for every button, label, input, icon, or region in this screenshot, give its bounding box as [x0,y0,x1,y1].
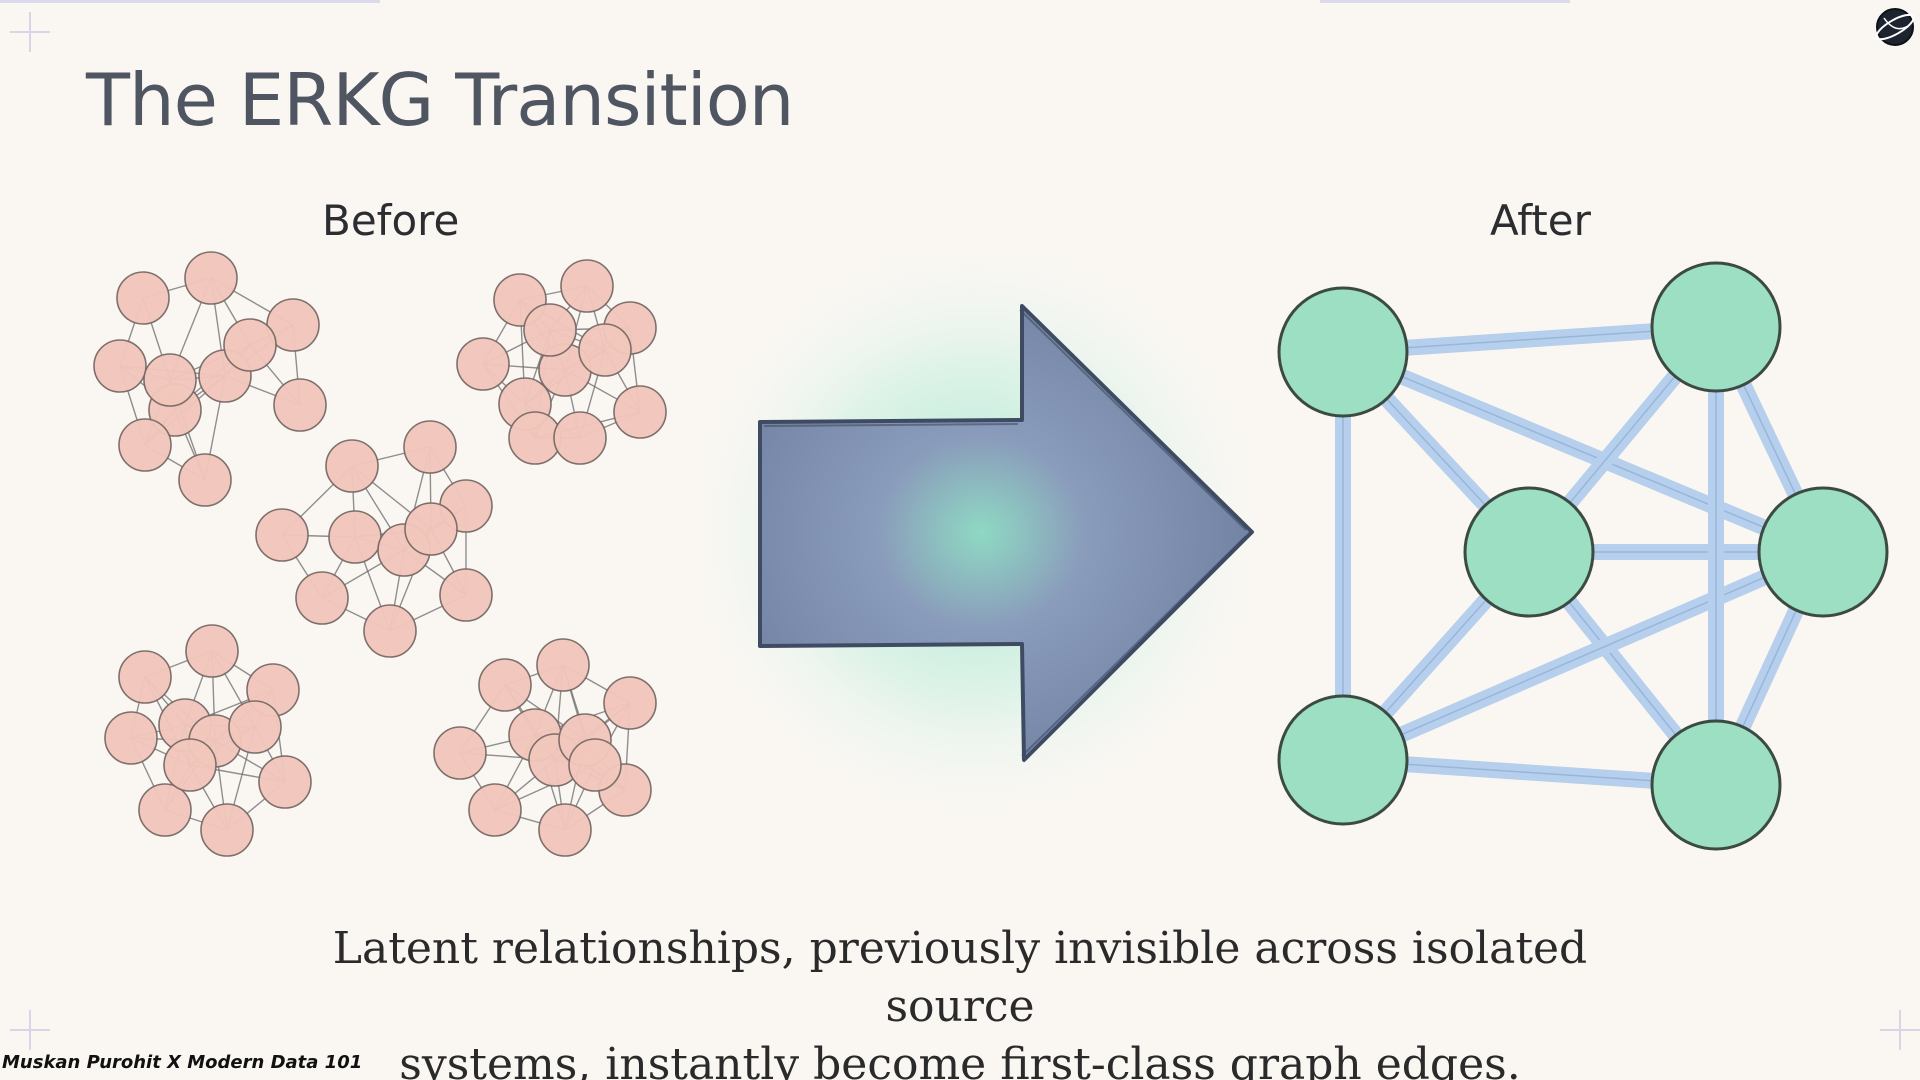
before-node [568,738,622,792]
before-node [553,411,607,465]
before-node [116,271,170,325]
top-border-left [0,0,380,3]
before-node [404,502,458,556]
before-node [603,676,657,730]
after-node-5 [1277,694,1409,826]
before-node [456,337,510,391]
before-node [578,323,632,377]
before-node [184,251,238,305]
slide-title: The ERKG Transition [86,58,794,142]
before-node [439,568,493,622]
before-node [118,650,172,704]
caption-line-2: systems, instantly become first-class gr… [399,1039,1521,1080]
before-node [468,783,522,837]
before-graph [93,251,667,857]
corner-mark-top-left [10,12,50,52]
before-node [118,418,172,472]
before-node [433,726,487,780]
before-node [523,303,577,357]
before-node [325,439,379,493]
before-label: Before [322,196,460,245]
credit-text: Muskan Purohit X Modern Data 101 [2,1052,363,1073]
caption-line-1: Latent relationships, previously invisib… [332,923,1588,1032]
after-node-1 [1277,286,1409,418]
before-node [538,803,592,857]
caption: Latent relationships, previously invisib… [260,920,1660,1080]
before-node [223,318,277,372]
before-node [613,385,667,439]
before-node [363,604,417,658]
before-node [178,453,232,507]
before-node [143,353,197,407]
before-node [163,738,217,792]
before-node [536,638,590,692]
before-node [255,508,309,562]
before-node [560,259,614,313]
corner-mark-bottom-right [1880,1010,1920,1050]
after-node-3 [1463,486,1595,618]
after-edge-outline [1342,351,1824,553]
before-node [258,755,312,809]
before-node [93,339,147,393]
before-node [104,711,158,765]
top-border-right [1320,0,1570,3]
after-node-6 [1650,719,1782,851]
after-node-2 [1650,261,1782,393]
before-node [478,658,532,712]
right-arrow-icon [758,304,1254,762]
before-node [185,624,239,678]
before-node [228,700,282,754]
before-node [403,420,457,474]
before-node [200,803,254,857]
before-node [273,378,327,432]
after-edge-outline [1342,551,1824,761]
globe-logo-icon[interactable] [1872,4,1918,50]
after-label: After [1490,196,1591,245]
after-node-4 [1757,486,1889,618]
before-node [138,783,192,837]
before-node [328,510,382,564]
after-graph [1277,261,1889,851]
before-node [295,571,349,625]
corner-mark-bottom-left [10,1010,50,1050]
